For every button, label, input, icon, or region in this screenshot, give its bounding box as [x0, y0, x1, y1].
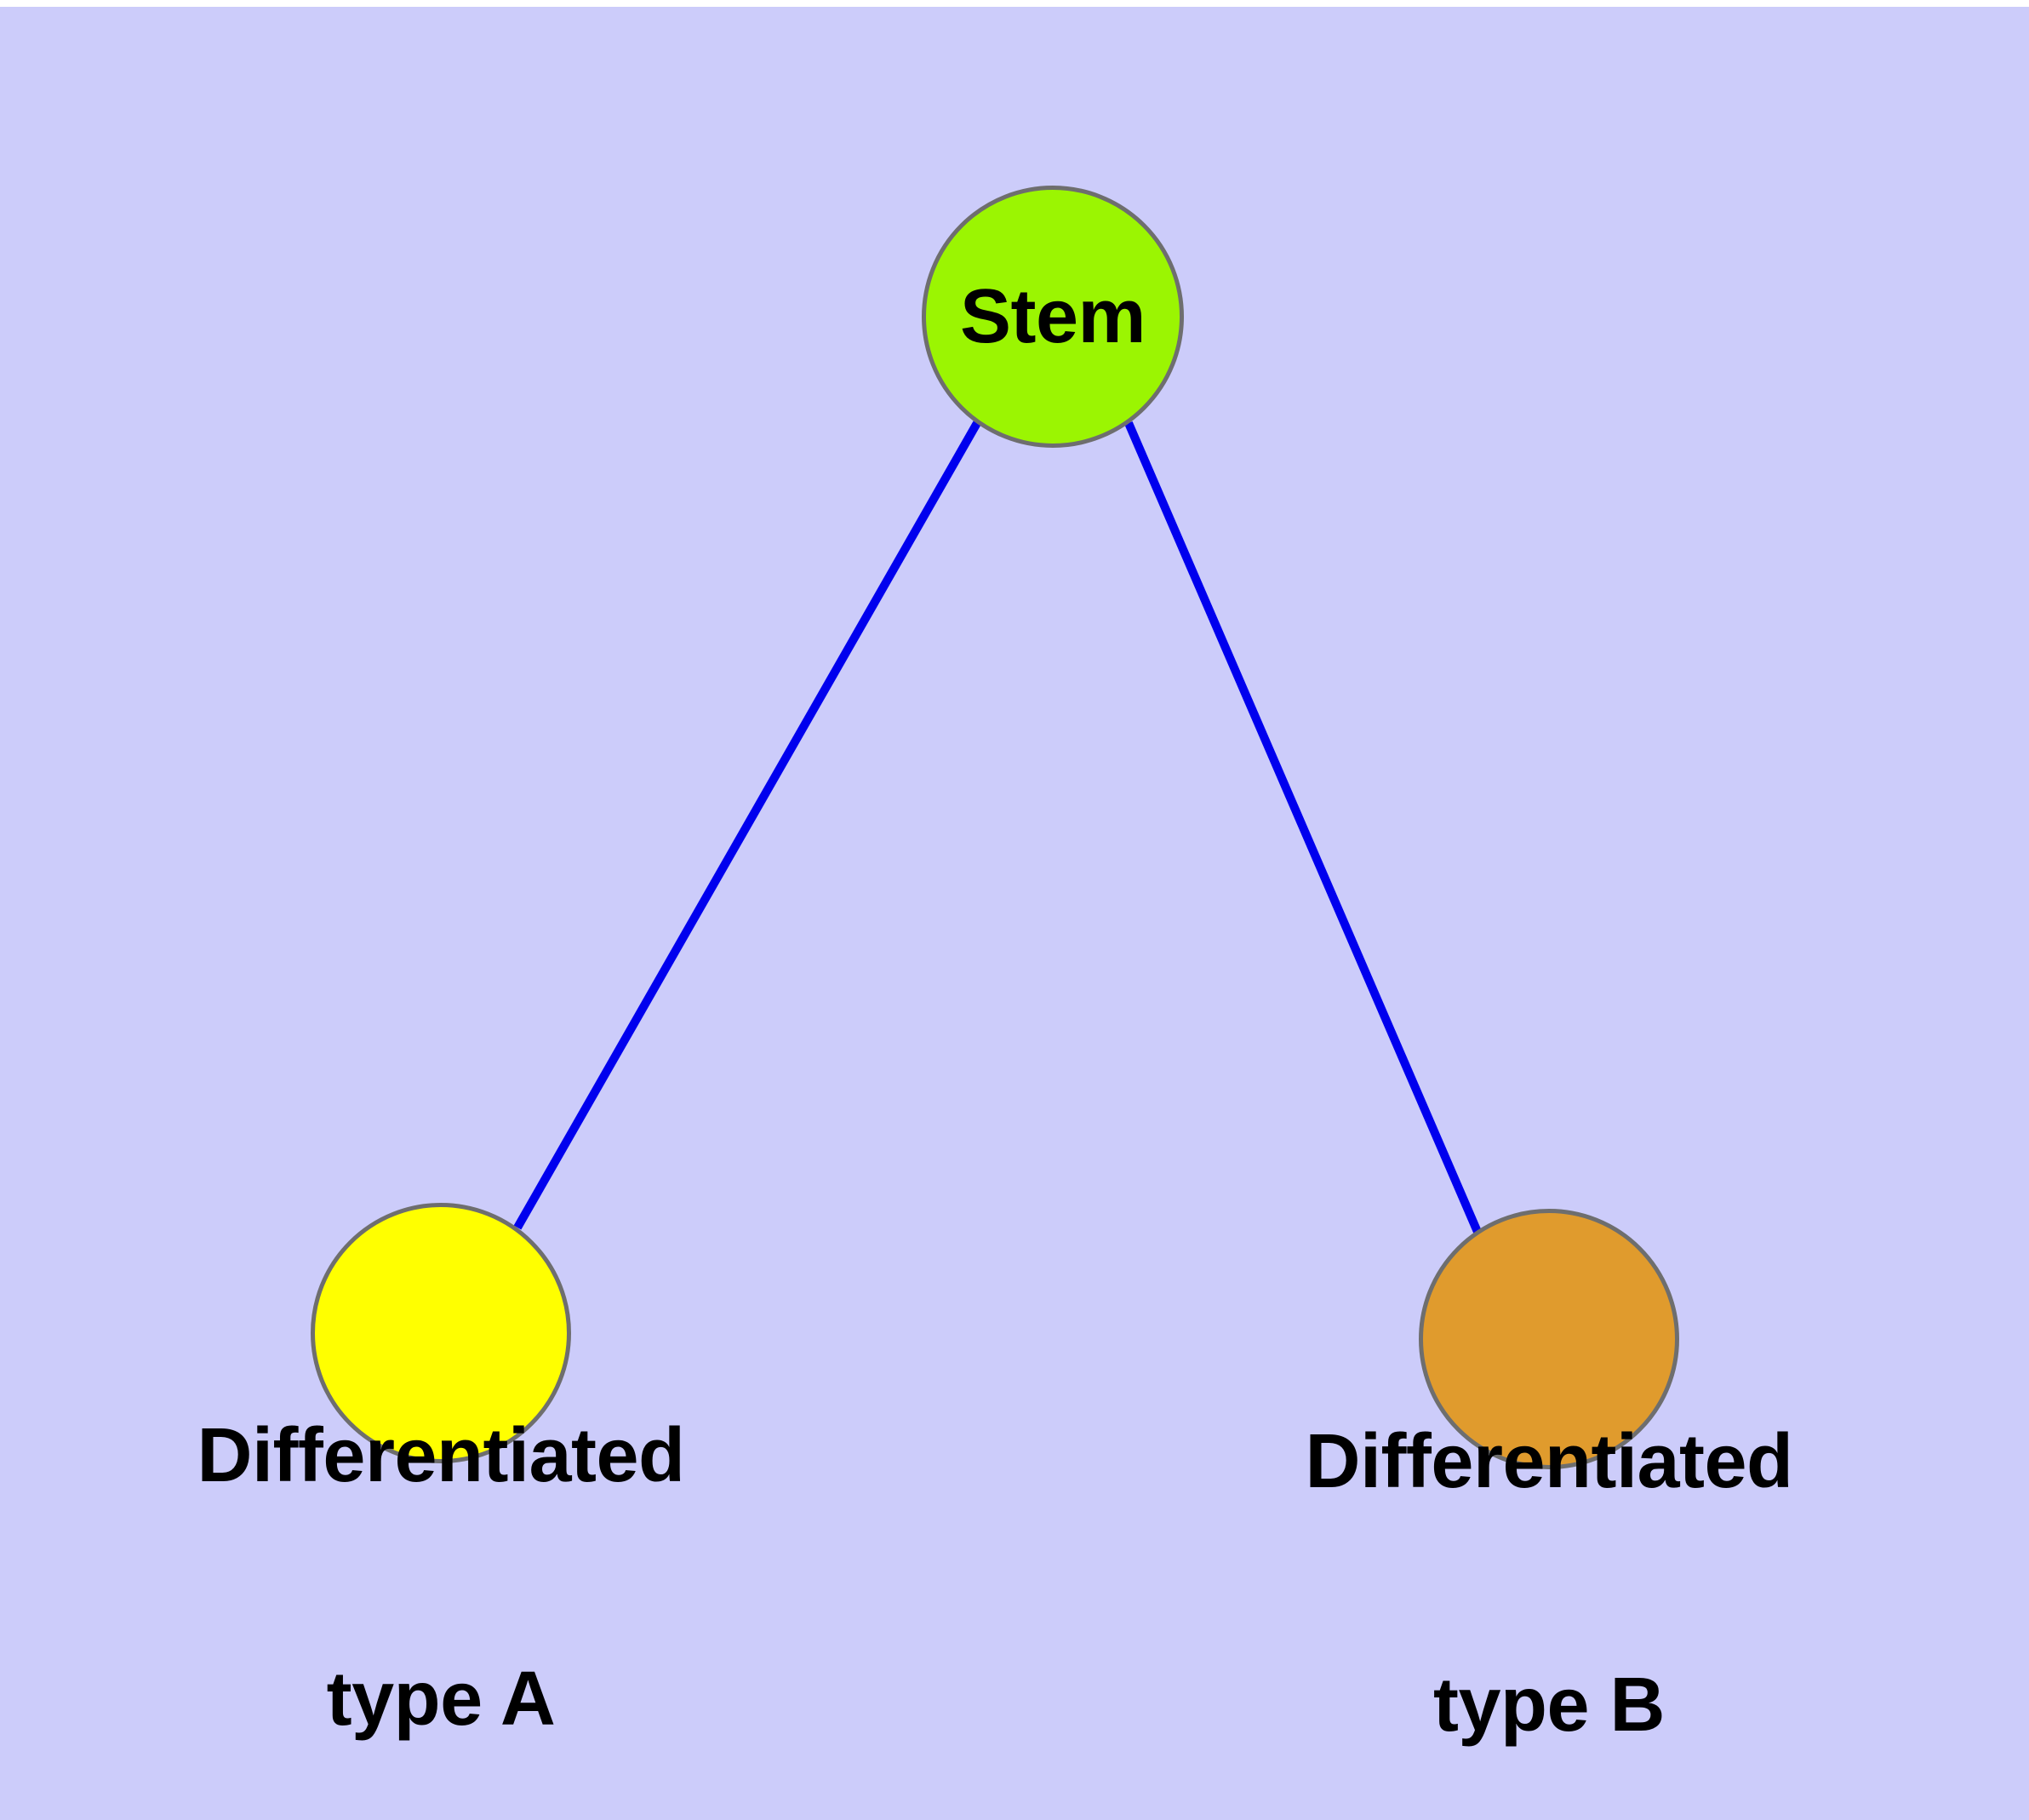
node-differentiated-type-a[interactable]	[311, 1203, 571, 1463]
edge-stem-to-differentiated-type-a[interactable]	[513, 421, 981, 1230]
node-differentiated-type-b[interactable]	[1419, 1209, 1679, 1469]
node-stem[interactable]	[922, 186, 1184, 448]
node-layer	[311, 186, 1679, 1469]
edge-stem-to-differentiated-type-b[interactable]	[1124, 421, 1482, 1233]
edge-layer	[513, 421, 1482, 1233]
